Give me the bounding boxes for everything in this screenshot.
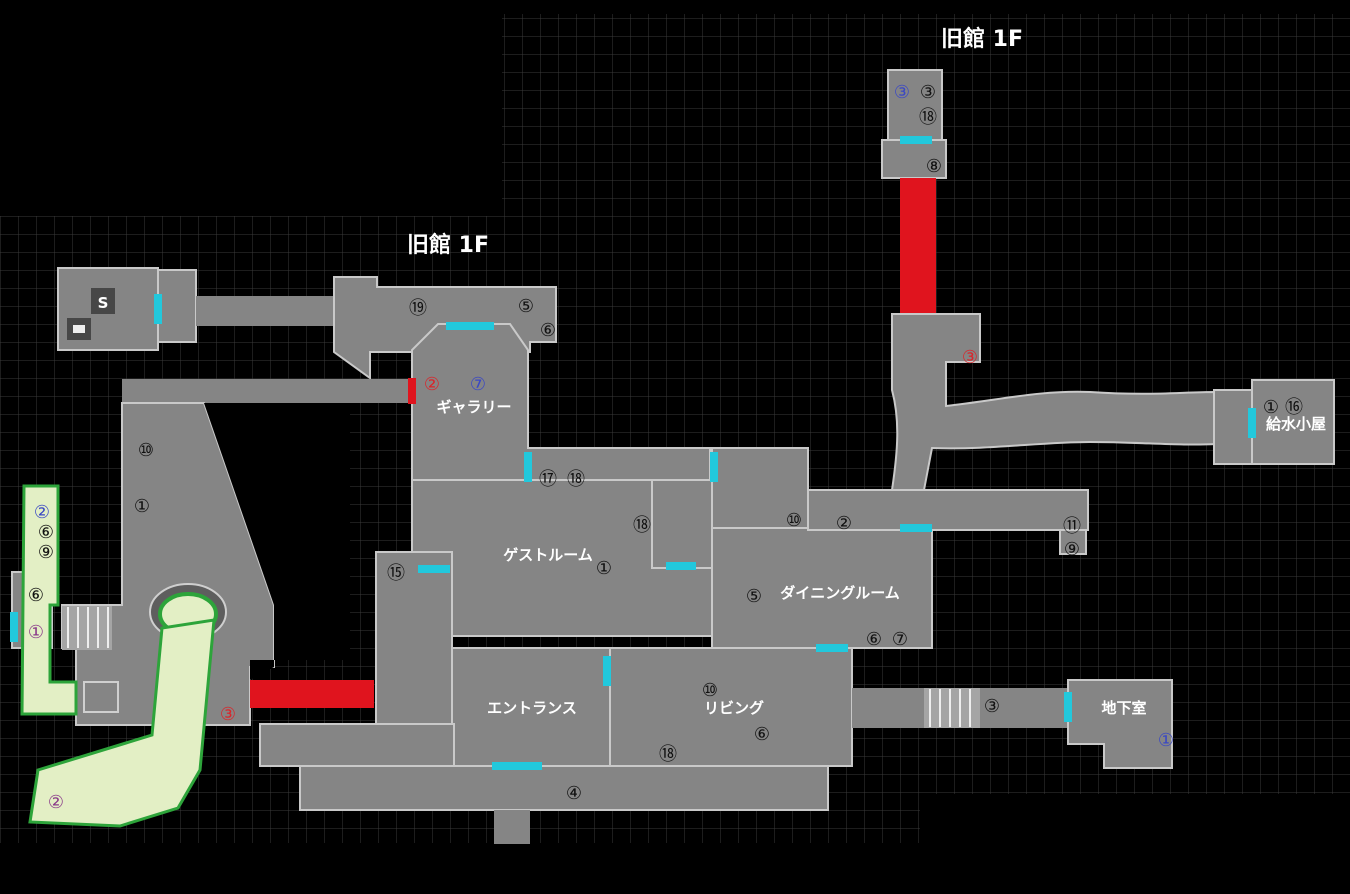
map-marker: ① (1158, 730, 1174, 751)
living-room (609, 647, 853, 767)
water-shed-room (1251, 379, 1335, 465)
map-marker: ⑩ (702, 680, 718, 701)
cave-tunnel (890, 313, 1217, 491)
stairs-east (924, 688, 980, 728)
map-marker: ⑥ (866, 629, 882, 650)
save-marker: S (98, 294, 109, 312)
dining-room (711, 527, 933, 649)
map-marker: ② (48, 792, 64, 813)
map-marker: ① (596, 558, 612, 579)
north-tower-room (887, 69, 943, 141)
stairs-west-steps (67, 607, 109, 648)
west-vestibule (375, 551, 453, 751)
map-marker: ⑥ (28, 585, 44, 606)
map-marker: ③ (220, 704, 236, 725)
map-marker: ⑨ (38, 542, 54, 563)
red-passage-west (250, 680, 374, 708)
floor-title-east: 旧館 1F (941, 26, 1023, 52)
basement-room (1067, 679, 1173, 769)
map-marker: ⑲ (409, 298, 427, 319)
item-box-glyph (73, 325, 85, 333)
doors (10, 136, 1256, 770)
map-marker: ② (836, 513, 852, 534)
map-marker: ② (34, 502, 50, 523)
map-marker: ⑦ (892, 629, 908, 650)
south-exit (494, 810, 530, 844)
room-label-basement: 地下室 (1101, 699, 1146, 717)
map-marker: ⑧ (926, 156, 942, 177)
map-marker: ① (28, 622, 44, 643)
map-marker: ⑮ (387, 563, 405, 584)
save-icon-box (91, 288, 115, 314)
room-label-water-shed: 給水小屋 (1266, 415, 1326, 433)
bottom-band (0, 843, 1350, 894)
room-label-dining-room: ダイニングルーム (780, 584, 900, 602)
save-room: S (57, 267, 197, 351)
stairs-east-steps (929, 689, 971, 727)
dining-corridor (807, 489, 1089, 531)
map-marker: ⑩ (786, 510, 802, 531)
map-marker: ③ (920, 82, 936, 103)
red-passage-north (900, 178, 936, 314)
red-door-gallery (408, 378, 416, 404)
south-west-hall (259, 723, 455, 767)
room-label-guest-room: ゲストルーム (503, 546, 593, 564)
map-marker: ⑥ (540, 320, 556, 341)
map-marker: ② (424, 374, 440, 395)
north-corridor (196, 296, 336, 326)
room-label-living: リビング (704, 699, 764, 717)
map-marker: ⑱ (633, 515, 651, 536)
map-marker: ⑥ (754, 724, 770, 745)
pedestal (83, 681, 119, 713)
map-marker: ⑥ (38, 522, 54, 543)
map-marker: ③ (962, 347, 978, 368)
room-label-entrance: エントランス (487, 699, 577, 717)
map-marker: ⑱ (567, 469, 585, 490)
map-marker: ③ (894, 82, 910, 103)
map-marker: ④ (566, 783, 582, 804)
entrance-room (451, 647, 611, 767)
map-marker: ⑩ (138, 440, 154, 461)
dining-corridor-end (1059, 529, 1087, 555)
south-hall (299, 765, 829, 811)
map-marker: ① (134, 496, 150, 517)
west-corridor (122, 379, 414, 403)
map-marker: ⑨ (1064, 539, 1080, 560)
guest-room (411, 479, 713, 637)
map-marker: ⑪ (1063, 516, 1081, 537)
map-marker: ⑤ (518, 296, 534, 317)
map-marker: ⑱ (919, 107, 937, 128)
floor-title-west: 旧館 1F (407, 232, 489, 258)
map-marker: ⑯ (1285, 397, 1303, 418)
map-marker: ⑱ (659, 744, 677, 765)
inner-void (204, 403, 350, 680)
map-marker: ⑤ (746, 586, 762, 607)
north-tower-lower (881, 139, 947, 179)
guest-room-closet (651, 479, 715, 569)
map-marker: ③ (984, 696, 1000, 717)
map-marker: ① (1263, 397, 1279, 418)
map-marker: ⑦ (470, 374, 486, 395)
room-label-gallery: ギャラリー (436, 398, 511, 416)
highlighted-path (20, 484, 218, 828)
map-marker: ⑰ (539, 469, 557, 490)
